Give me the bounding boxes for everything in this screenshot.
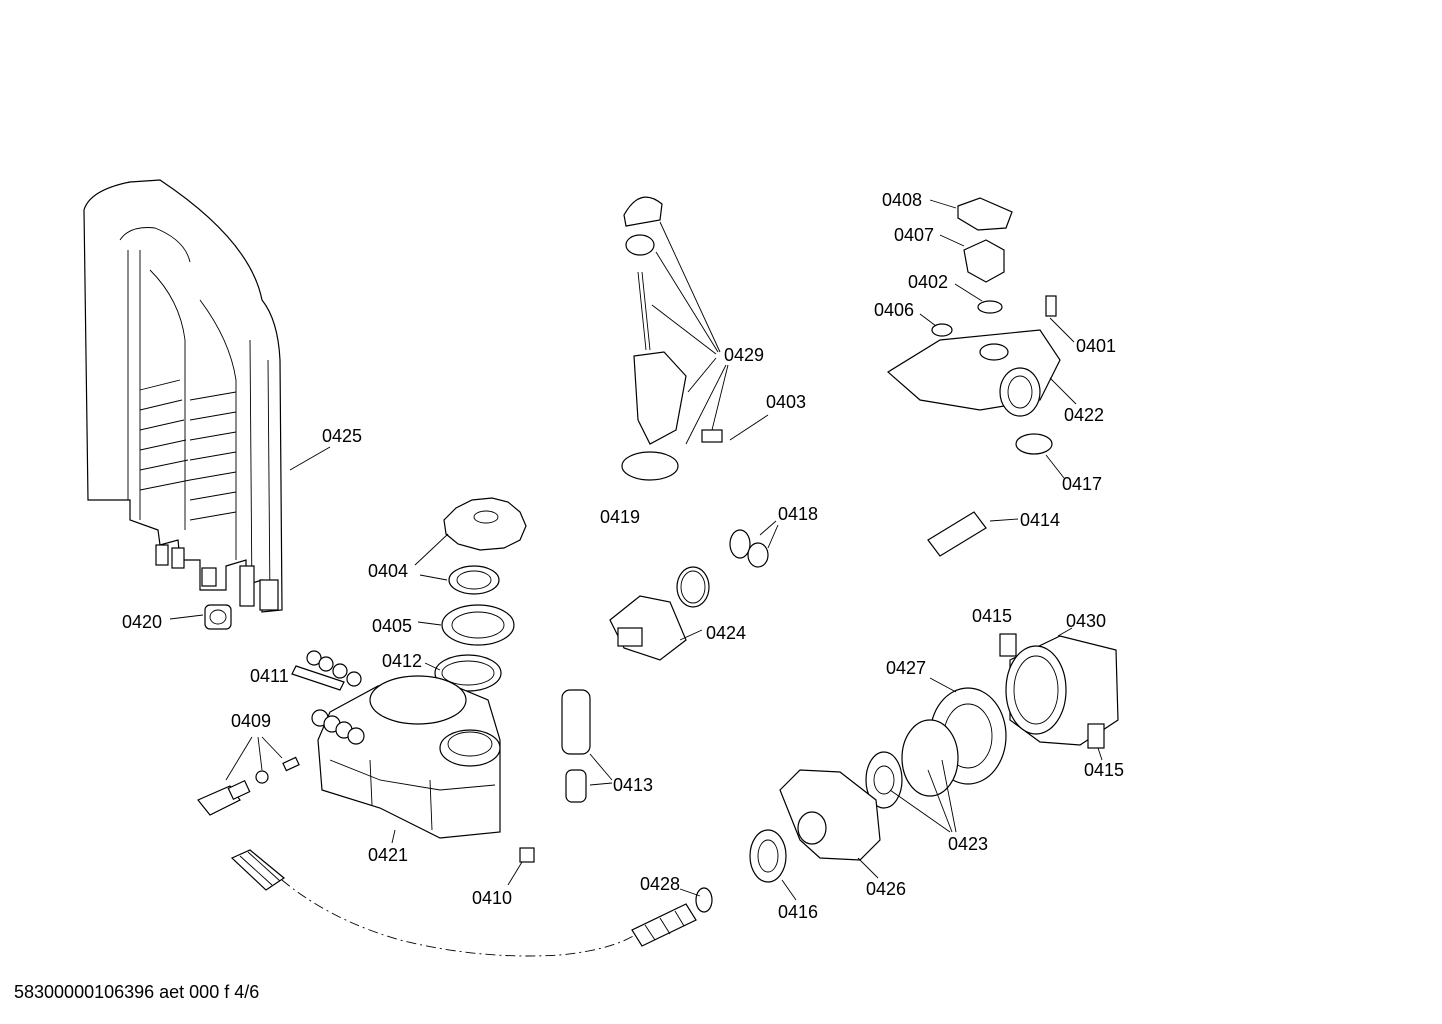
part-0426 bbox=[779, 769, 881, 879]
label-0407: 0407 bbox=[894, 225, 935, 245]
label-0404: 0404 bbox=[368, 561, 409, 581]
label-0430: 0430 bbox=[1066, 611, 1107, 631]
part-0413 bbox=[561, 689, 613, 803]
part-0401 bbox=[1045, 295, 1075, 343]
heat-exchanger-0425 bbox=[83, 179, 331, 613]
label-0428: 0428 bbox=[640, 874, 681, 894]
drain-hose bbox=[230, 849, 713, 957]
part-0408 bbox=[929, 197, 1013, 231]
part-0430 bbox=[1005, 627, 1119, 746]
label-0402: 0402 bbox=[908, 272, 949, 292]
part-0410 bbox=[507, 847, 535, 886]
part-0415-top bbox=[999, 633, 1017, 657]
part-0414 bbox=[927, 511, 1019, 557]
part-0402 bbox=[954, 283, 1003, 314]
label-0419: 0419 bbox=[600, 507, 641, 527]
label-0429: 0429 bbox=[724, 345, 765, 365]
label-0415-bottom: 0415 bbox=[1084, 760, 1125, 780]
part-0416 bbox=[749, 829, 797, 901]
label-0416: 0416 bbox=[778, 902, 819, 922]
label-0411: 0411 bbox=[250, 666, 289, 686]
label-0403: 0403 bbox=[766, 392, 807, 412]
part-0409 bbox=[197, 736, 300, 816]
part-0429 bbox=[621, 196, 769, 481]
label-0426: 0426 bbox=[866, 879, 907, 899]
label-0409: 0409 bbox=[231, 711, 272, 731]
label-0408: 0408 bbox=[882, 190, 923, 210]
label-0413: 0413 bbox=[613, 775, 654, 795]
label-0424: 0424 bbox=[706, 623, 747, 643]
part-0418 bbox=[729, 520, 779, 568]
drawing-reference: 58300000106396 aet 000 f 4/6 bbox=[14, 982, 260, 1002]
part-0407 bbox=[939, 234, 1005, 283]
label-0415-top: 0415 bbox=[972, 606, 1013, 626]
label-0422: 0422 bbox=[1064, 405, 1105, 425]
label-0401: 0401 bbox=[1076, 336, 1117, 356]
label-0417: 0417 bbox=[1062, 474, 1103, 494]
reservoir-0421 bbox=[311, 675, 501, 844]
part-0420 bbox=[169, 604, 232, 630]
part-0405 bbox=[419, 565, 500, 595]
part-0423 bbox=[865, 719, 959, 833]
part-0424 bbox=[609, 566, 710, 661]
part-0417 bbox=[1015, 433, 1065, 479]
label-0410: 0410 bbox=[472, 888, 513, 908]
part-0411 bbox=[291, 650, 362, 691]
part-0404 bbox=[414, 497, 527, 566]
label-0412: 0412 bbox=[382, 651, 423, 671]
label-0423: 0423 bbox=[948, 834, 989, 854]
label-0421: 0421 bbox=[368, 845, 409, 865]
label-0427: 0427 bbox=[886, 658, 927, 678]
label-0406: 0406 bbox=[874, 300, 915, 320]
part-0412 bbox=[417, 604, 515, 646]
label-0420: 0420 bbox=[122, 612, 163, 632]
gasket-ring bbox=[424, 654, 502, 692]
part-0422 bbox=[886, 329, 1077, 417]
label-0405: 0405 bbox=[372, 616, 413, 636]
label-0418: 0418 bbox=[778, 504, 819, 524]
part-0415-bottom bbox=[1087, 723, 1105, 761]
label-0414: 0414 bbox=[1020, 510, 1061, 530]
label-0425: 0425 bbox=[322, 426, 363, 446]
